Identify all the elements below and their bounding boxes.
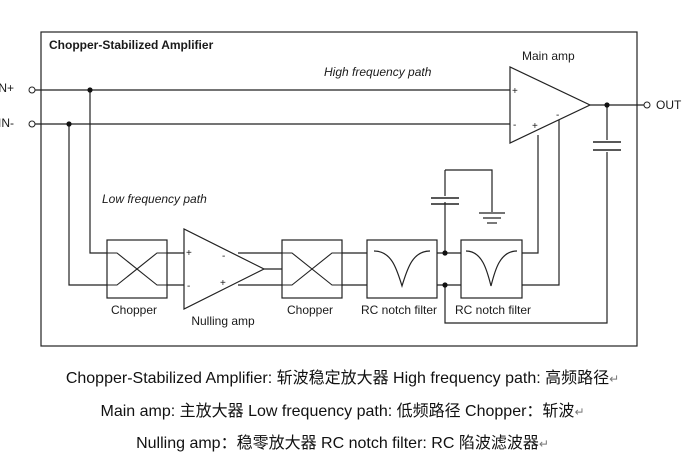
main-amp-aux-minus-sign: - bbox=[556, 110, 559, 121]
rc-notch-filter-2-label: RC notch filter bbox=[455, 303, 531, 317]
chopper-2-block bbox=[281, 239, 343, 299]
chopper-stabilized-amplifier-diagram: Chopper-Stabilized Amplifier IN+ IN- OUT bbox=[0, 31, 682, 347]
ground-icon bbox=[479, 212, 505, 224]
caption-line-1-text: Chopper-Stabilized Amplifier: 斩波稳定放大器 Hi… bbox=[65, 370, 610, 387]
diagram-title: Chopper-Stabilized Amplifier bbox=[49, 38, 214, 52]
rc-notch-filter-1-block bbox=[366, 239, 438, 299]
nulling-amp-label: Nulling amp bbox=[191, 314, 255, 328]
caption-line-1: Chopper-Stabilized Amplifier: 斩波稳定放大器 Hi… bbox=[0, 364, 685, 388]
chopper-1-block bbox=[106, 239, 168, 299]
nulling-amp-minus-sign: - bbox=[187, 281, 190, 292]
main-amp-plus-sign: + bbox=[512, 86, 518, 97]
caption-line-2: Main amp: 主放大器 Low frequency path: 低频路径 … bbox=[0, 397, 685, 421]
main-amp-minus-sign: - bbox=[513, 120, 516, 131]
nulling-amp-out-minus-sign: - bbox=[222, 251, 225, 262]
capacitor-icon bbox=[431, 197, 459, 205]
paragraph-mark-icon: ↵ bbox=[574, 405, 585, 419]
main-amp-symbol bbox=[509, 66, 592, 144]
output-terminal bbox=[643, 101, 651, 109]
main-amp-aux-plus-sign: + bbox=[532, 121, 538, 132]
wires bbox=[35, 89, 644, 324]
input-plus-terminal bbox=[28, 86, 36, 94]
caption-line-2-text: Main amp: 主放大器 Low frequency path: 低频路径 … bbox=[100, 403, 575, 420]
chopper-1-label: Chopper bbox=[111, 303, 157, 317]
nulling-amp-out-plus-sign: + bbox=[220, 278, 226, 289]
main-amp-label: Main amp bbox=[522, 49, 575, 63]
nulling-amp-plus-sign: + bbox=[186, 248, 192, 259]
input-plus-label: IN+ bbox=[0, 81, 14, 95]
rc-notch-filter-1-label: RC notch filter bbox=[361, 303, 437, 317]
feedback-capacitor-icon bbox=[593, 141, 621, 151]
rc-notch-filter-2-block bbox=[460, 239, 523, 299]
input-minus-label: IN- bbox=[0, 116, 14, 130]
input-minus-terminal bbox=[28, 120, 36, 128]
nulling-amp-symbol bbox=[183, 228, 266, 310]
caption-line-3: Nulling amp：稳零放大器 RC notch filter: RC 陷波… bbox=[0, 429, 685, 453]
paragraph-mark-icon: ↵ bbox=[609, 372, 620, 386]
caption-line-3-text: Nulling amp：稳零放大器 RC notch filter: RC 陷波… bbox=[136, 435, 539, 452]
paragraph-mark-icon: ↵ bbox=[538, 437, 549, 451]
junction-dots bbox=[66, 87, 610, 288]
low-frequency-path-label: Low frequency path bbox=[102, 192, 207, 206]
amplifier-frame bbox=[40, 31, 638, 347]
chopper-2-label: Chopper bbox=[287, 303, 333, 317]
output-label: OUT bbox=[656, 98, 682, 112]
high-frequency-path-label: High frequency path bbox=[324, 65, 432, 79]
